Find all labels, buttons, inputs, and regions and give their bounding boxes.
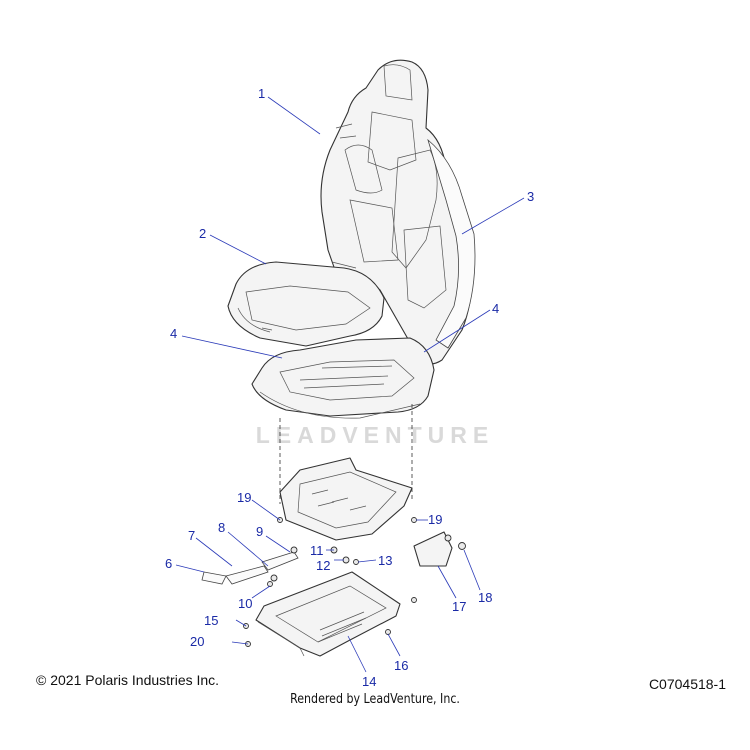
- fastener-19-right: [411, 517, 417, 523]
- rendered-by-text: Rendered by LeadVenture, Inc.: [290, 692, 460, 707]
- seat-base-pan[interactable]: [251, 337, 435, 419]
- callout-labels: 1 3 2 4 4 19 19 6 7 8 9 10 11 12 13 14 1…: [165, 86, 534, 689]
- callout-1: 1: [258, 86, 265, 101]
- callout-14: 14: [362, 674, 376, 689]
- callout-19-left: 19: [237, 490, 251, 505]
- callout-15: 15: [204, 613, 218, 628]
- fastener-13: [353, 559, 359, 565]
- callout-2: 2: [199, 226, 206, 241]
- callout-16: 16: [394, 658, 408, 673]
- fastener-16: [385, 629, 391, 635]
- fastener-10: [267, 581, 273, 587]
- fastener-frame: [411, 597, 417, 603]
- seat-mount-bracket[interactable]: [279, 457, 413, 541]
- callout-12: 12: [316, 558, 330, 573]
- callout-6: 6: [165, 556, 172, 571]
- callout-7: 7: [188, 528, 195, 543]
- mount-bracket-small[interactable]: [413, 531, 466, 567]
- callout-18: 18: [478, 590, 492, 605]
- watermark: LEADVENTURE: [255, 422, 495, 448]
- callout-3: 3: [527, 189, 534, 204]
- callout-8: 8: [218, 520, 225, 535]
- seat-slider-frame[interactable]: [255, 571, 401, 657]
- seat-back-shell[interactable]: [403, 138, 476, 349]
- callout-9: 9: [256, 524, 263, 539]
- callout-4-left: 4: [170, 326, 177, 341]
- seat-latch-handle[interactable]: [201, 565, 269, 585]
- leader-lines: [175, 96, 525, 673]
- callout-13: 13: [378, 553, 392, 568]
- seat-cushion[interactable]: [227, 261, 385, 347]
- callout-4-right: 4: [492, 301, 499, 316]
- callout-19-right: 19: [428, 512, 442, 527]
- callout-17: 17: [452, 599, 466, 614]
- callout-10: 10: [238, 596, 252, 611]
- latch-linkage[interactable]: [261, 546, 299, 582]
- copyright-text: © 2021 Polaris Industries Inc.: [36, 672, 220, 688]
- callout-11: 11: [310, 543, 324, 558]
- diagram-code: C0704518-1: [648, 676, 726, 692]
- callout-20: 20: [190, 634, 204, 649]
